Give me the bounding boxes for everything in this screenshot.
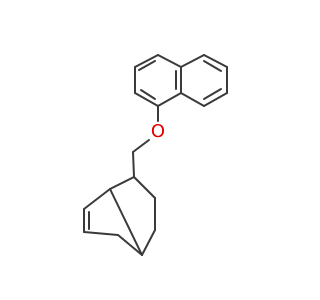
double-bond-inner	[140, 89, 156, 100]
bond	[203, 92, 228, 107]
methylene-bicycle-bond	[132, 151, 135, 178]
bond	[109, 176, 135, 190]
bond	[109, 188, 143, 256]
bond	[134, 54, 159, 68]
oxygen-methylene-bond	[132, 139, 150, 153]
oxygen-atom-label: O	[151, 121, 165, 142]
double-bond-inner	[203, 88, 222, 100]
bond	[203, 54, 228, 68]
bond	[133, 176, 156, 199]
bond	[157, 92, 182, 107]
double-bond-inner	[138, 60, 156, 71]
bond	[141, 229, 156, 256]
bond	[83, 188, 111, 210]
naphthalene-left-ring	[134, 54, 182, 107]
bond	[180, 92, 205, 107]
bond	[180, 54, 205, 68]
double-bond-inner	[203, 60, 222, 72]
naphthalene-right-ring	[180, 54, 228, 107]
bond	[157, 54, 182, 68]
structure-diagram: O	[83, 54, 228, 256]
bond	[117, 234, 143, 256]
bond	[83, 231, 119, 236]
bond	[134, 92, 159, 107]
molecule-canvas: O	[83, 54, 228, 256]
norbornene-core	[83, 176, 156, 256]
